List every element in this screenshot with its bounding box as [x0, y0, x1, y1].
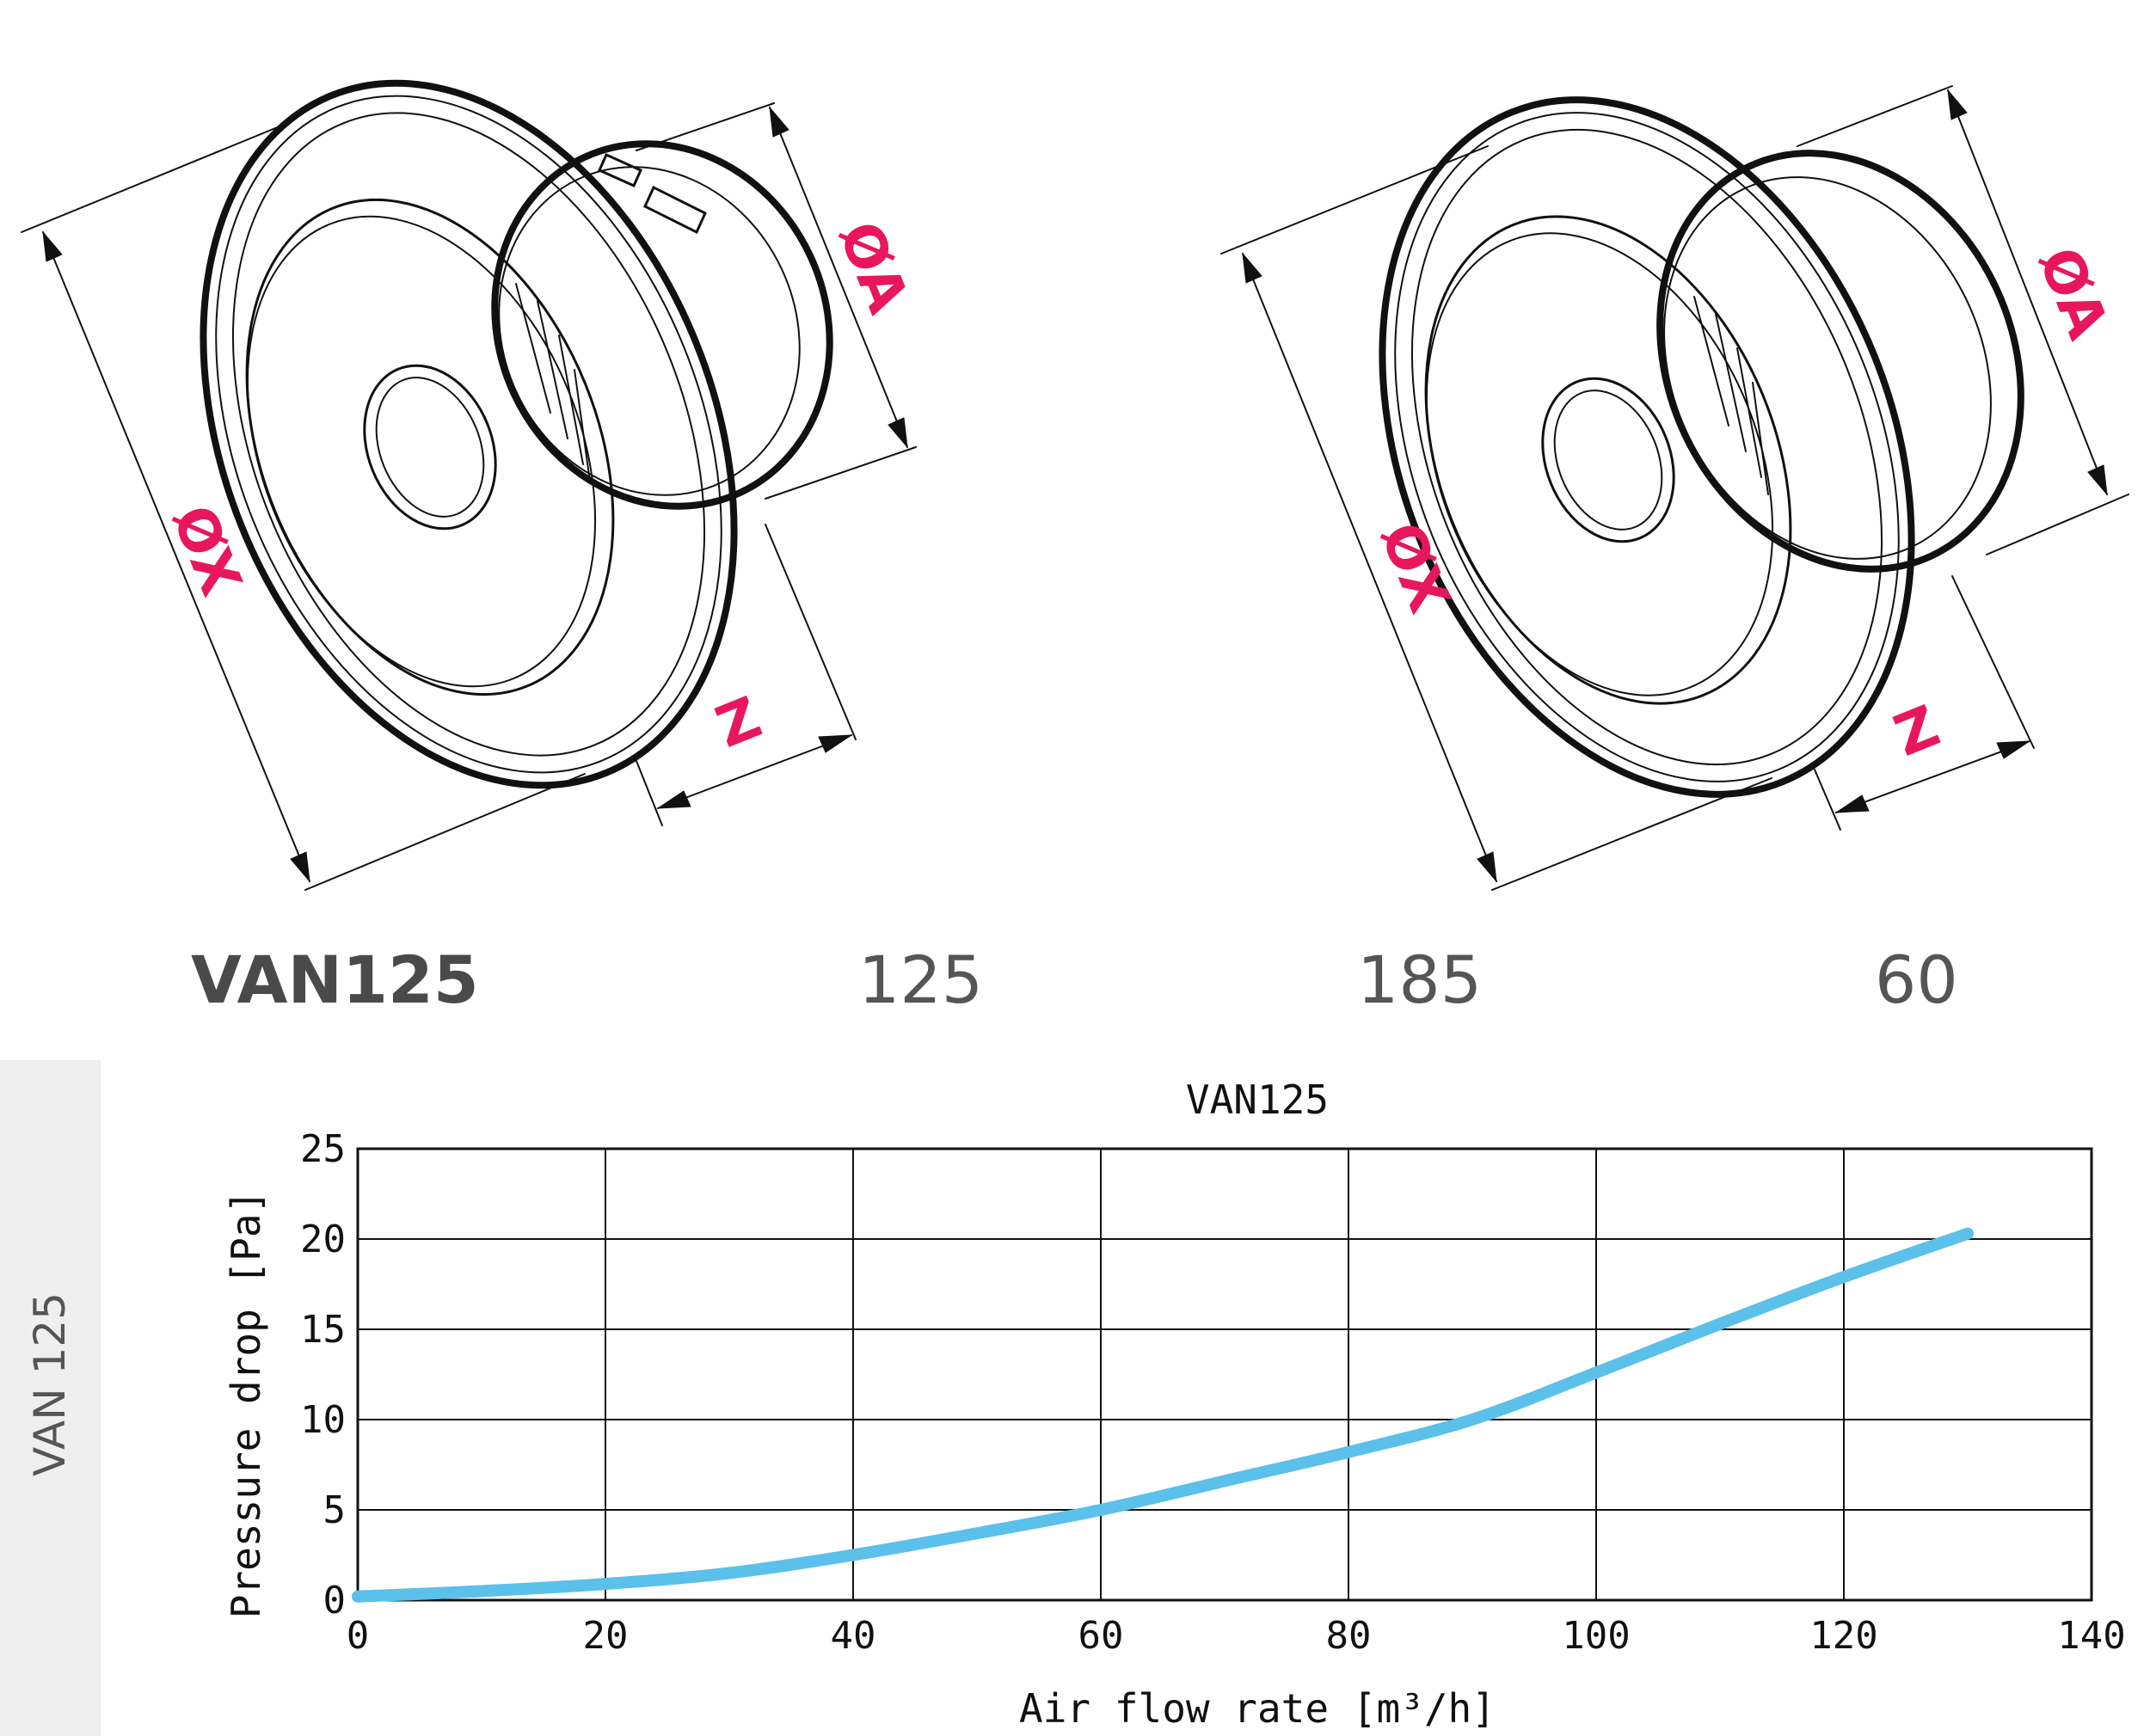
outlet-drawing-right-svg: ØX ØA Z — [1220, 85, 2129, 891]
outlet-drawing-left-svg: ØX ØA Z — [21, 79, 921, 891]
y-tick-label: 5 — [323, 1488, 347, 1532]
y-tick-label: 25 — [300, 1127, 346, 1171]
spec-row: VAN125 125 185 60 — [0, 942, 2150, 1045]
pressure-drop-curve — [352, 1227, 1974, 1603]
chart-title: VAN125 — [1186, 1077, 1329, 1123]
x-tick-label: 140 — [2057, 1614, 2125, 1658]
pressure-drop-chart-svg: VAN125 0 20 40 60 80 100 120 140 0 5 10 15 20 25 Air … — [223, 1077, 2126, 1732]
x-axis-label: Air flow rate [m³/h] — [1019, 1685, 1496, 1732]
spec-diameter-a: 125 — [858, 942, 984, 1018]
x-tick-label: 20 — [583, 1614, 629, 1658]
y-tick-label: 20 — [300, 1218, 346, 1261]
x-tick-label: 40 — [831, 1614, 876, 1658]
dimension-x-label: ØX — [159, 496, 255, 604]
y-tick-label: 0 — [323, 1579, 347, 1623]
x-tick-label: 100 — [1562, 1614, 1630, 1658]
spec-diameter-x: 185 — [1357, 942, 1483, 1018]
x-tick-label: 120 — [1809, 1614, 1877, 1658]
side-tab — [0, 1060, 101, 1736]
dimension-z-label: Z — [707, 684, 770, 761]
x-tick-label: 60 — [1078, 1614, 1124, 1658]
y-tick-label: 10 — [300, 1398, 346, 1442]
x-tick-label: 80 — [1326, 1614, 1372, 1658]
y-tick-label: 15 — [300, 1308, 346, 1352]
outlet-drawing-left: ØX ØA Z — [0, 0, 1075, 929]
dimension-a-label: ØA — [826, 212, 921, 322]
outlet-drawing-right: ØX ØA Z — [1195, 0, 2150, 929]
y-axis-label: Pressure drop [Pa] — [223, 1190, 269, 1619]
spec-model: VAN125 — [191, 942, 479, 1018]
plot-area — [356, 1147, 2093, 1602]
dimension-z-label: Z — [1885, 693, 1948, 770]
pressure-drop-chart: VAN125 0 20 40 60 80 100 120 140 0 5 10 15 20 25 Air … — [0, 1060, 2150, 1736]
dimension-a-label: ØA — [2025, 238, 2121, 347]
spec-depth-z: 60 — [1875, 942, 1958, 1018]
x-tick-label: 0 — [347, 1614, 370, 1658]
